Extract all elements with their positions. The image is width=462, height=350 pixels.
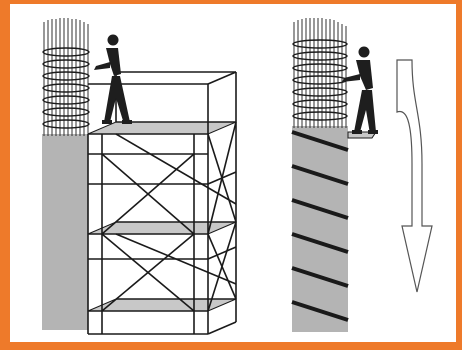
left-worker-figure — [94, 35, 132, 125]
scaffold-platform-2 — [88, 222, 236, 234]
right-rebar-hoops — [293, 40, 347, 120]
construction-diagram — [10, 4, 456, 342]
left-concrete-column — [42, 134, 88, 330]
down-arrow-icon — [397, 60, 432, 292]
right-worker-figure — [342, 47, 378, 135]
left-rebar-cage — [44, 18, 88, 136]
left-rebar-hoops — [43, 48, 89, 128]
right-scene — [292, 18, 432, 332]
left-scene — [42, 18, 236, 334]
right-concrete-column — [292, 126, 348, 332]
